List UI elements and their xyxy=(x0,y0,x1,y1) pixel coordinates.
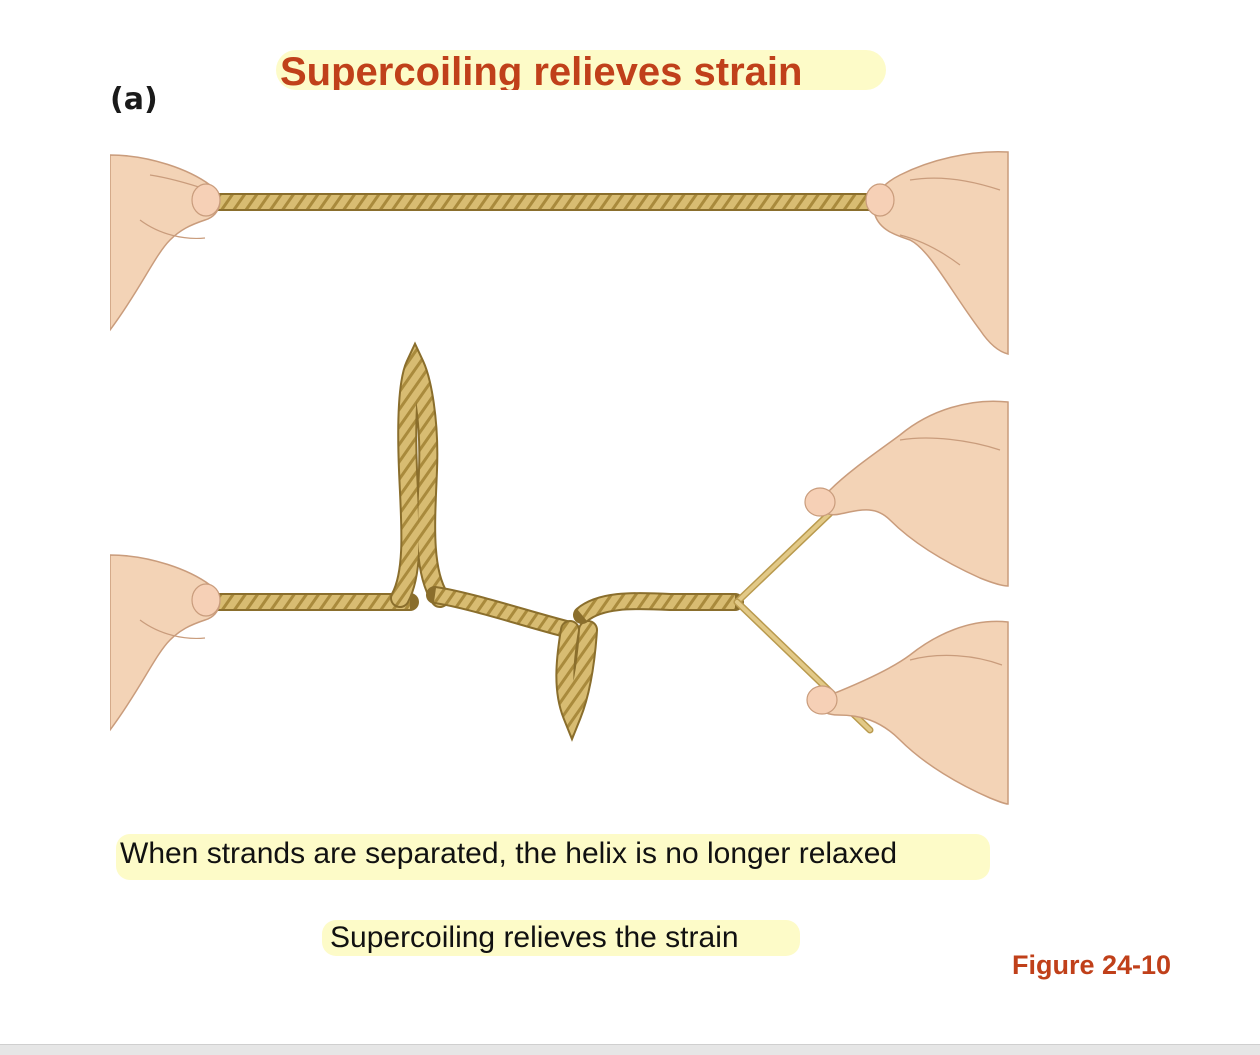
relaxed-rope-panel xyxy=(110,150,1009,355)
supercoiled-rope-panel xyxy=(110,341,1009,805)
caption-strand-separation: When strands are separated, the helix is… xyxy=(116,834,990,880)
left-hand-bottom xyxy=(110,554,221,732)
caption-supercoiling: Supercoiling relieves the strain xyxy=(322,920,800,956)
right-hand-top xyxy=(865,150,1009,355)
rope-supercoiling-illustration xyxy=(110,150,1009,805)
figure-reference: Figure 24-10 xyxy=(1012,950,1172,980)
bottom-scroll-bar[interactable] xyxy=(0,1044,1260,1055)
left-hand-top xyxy=(110,154,221,332)
slide-title: Supercoiling relieves strain xyxy=(276,50,886,90)
right-hand-lower xyxy=(806,620,1009,805)
panel-label: (a) xyxy=(110,82,158,117)
right-hand-upper xyxy=(804,400,1009,587)
